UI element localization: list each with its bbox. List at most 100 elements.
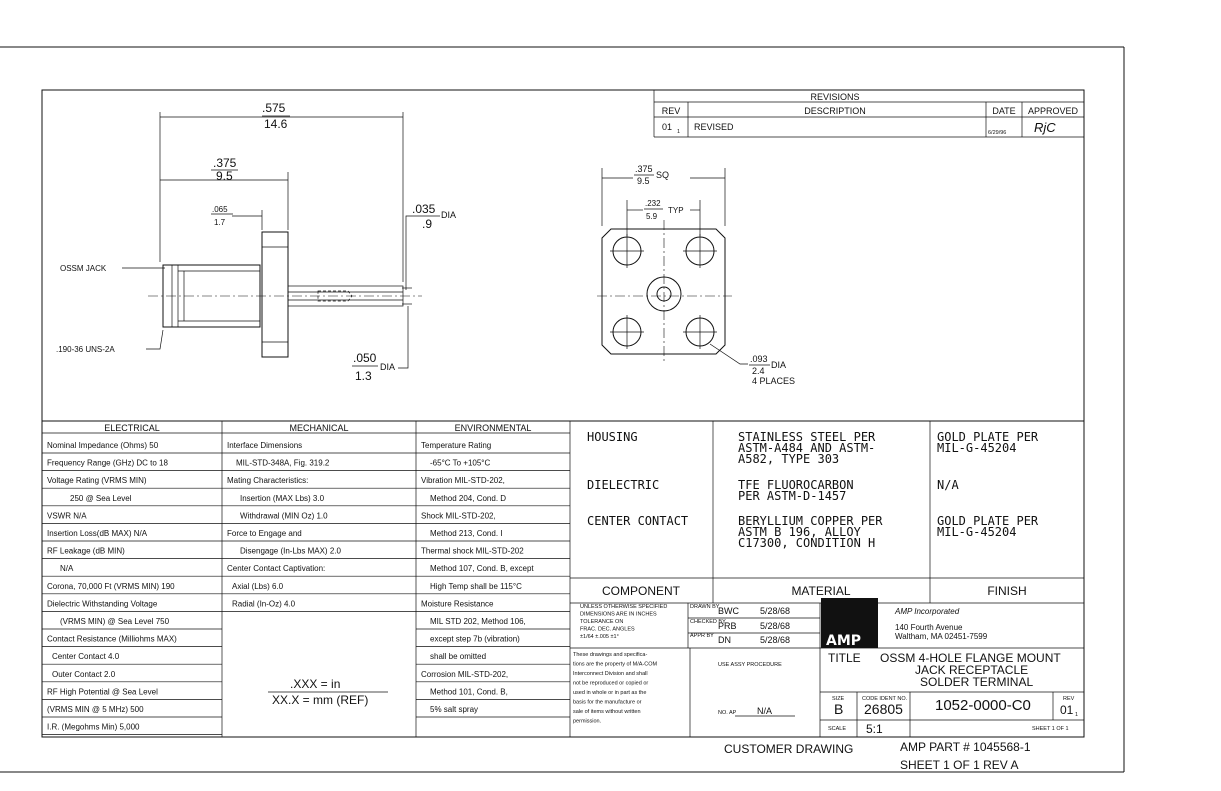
electrical-spec-line: Nominal Impedance (Ohms) 50	[47, 441, 159, 450]
company-address-1: 140 Fourth Avenue	[895, 623, 963, 632]
tolerance-line: TOLERANCE ON	[580, 619, 623, 625]
approved-by: DN	[718, 635, 731, 645]
front-dim-232-in: .232	[645, 199, 661, 208]
material-spec-line: TFE FLUOROCARBON	[738, 478, 854, 492]
finish-spec-line: MIL-G-45204	[937, 441, 1016, 455]
electrical-spec-line: I.R. (Megohms Min) 5,000	[47, 723, 140, 732]
proprietary-line: These drawings and specifica-	[573, 652, 647, 658]
drawing-number: 1052-0000-C0	[935, 697, 1031, 714]
checked-by-label: CHECKED BY	[690, 619, 726, 625]
title-label: TITLE	[828, 651, 861, 665]
environmental-spec-line: Method 204, Cond. D	[430, 494, 506, 503]
revision-approver-signature: RjC	[1034, 120, 1056, 135]
electrical-spec-line: (VRMS MIN) @ Sea Level 750	[60, 617, 170, 626]
scale-value: 5:1	[866, 722, 883, 736]
date-col-header: DATE	[992, 106, 1015, 116]
environmental-spec-line: except step 7b (vibration)	[430, 635, 520, 644]
proprietary-line: tions are the property of M/A-COM	[573, 662, 657, 668]
scale-label: SCALE	[828, 726, 846, 732]
revision-subscript: 1	[677, 129, 680, 135]
drawing-frame	[41, 89, 1085, 738]
mechanical-spec-line: Mating Characteristics:	[227, 476, 308, 485]
material-spec-line: C17300, CONDITION H	[738, 536, 875, 550]
description-col-header: DESCRIPTION	[804, 106, 866, 116]
mechanical-spec-line: Radial (In-Oz) 4.0	[232, 599, 296, 608]
environmental-spec-line: High Temp shall be 115°C	[430, 582, 522, 591]
material-component: DIELECTRIC	[587, 478, 659, 492]
flange	[261, 231, 289, 358]
terminal	[287, 285, 404, 307]
mechanical-spec-line: Axial (Lbs) 6.0	[232, 582, 284, 591]
material-col-header: MATERIAL	[791, 584, 850, 598]
material-spec-line: BERYLLIUM COPPER PER	[738, 514, 883, 528]
dim-050-suffix: DIA	[380, 362, 395, 372]
spec-table: ELECTRICAL MECHANICAL ENVIRONMENTAL Nomi…	[42, 421, 571, 737]
front-dim-093-mm: 2.4	[752, 366, 765, 376]
front-dim-232-mm: 5.9	[646, 212, 658, 221]
environmental-spec-line: Corrosion MIL-STD-202,	[421, 670, 508, 679]
mechanical-spec-line: Force to Engage and	[227, 529, 302, 538]
mechanical-spec-line: Interface Dimensions	[227, 441, 302, 450]
rev-col-header: REV	[662, 106, 681, 116]
front-dim-375-in: .375	[635, 164, 653, 174]
amp-logo-block	[821, 598, 878, 648]
front-dim-093-suffix: DIA	[771, 360, 786, 370]
proprietary-line: sale of items without written	[573, 709, 641, 715]
environmental-spec-line: 5% salt spray	[430, 705, 478, 714]
mounting-hole	[610, 315, 644, 349]
electrical-spec-line: Voltage Rating (VRMS MIN)	[47, 476, 147, 485]
no-ap-value: N/A	[757, 706, 772, 716]
mounting-hole	[683, 315, 717, 349]
company-name: AMP Incorporated	[894, 607, 960, 616]
proprietary-line: Interconnect Division and shall	[573, 671, 648, 677]
approved-date: 5/28/68	[760, 635, 790, 645]
no-ap-label: NO. AP	[718, 710, 737, 716]
revision-description: REVISED	[694, 122, 734, 132]
front-dim-093-note: 4 PLACES	[752, 376, 795, 386]
material-spec-line: PER ASTM-D-1457	[738, 489, 846, 503]
footer-sheet-rev: SHEET 1 OF 1 REV A	[900, 758, 1019, 772]
drawn-by-label: DRAWN BY	[690, 604, 720, 610]
tolerance-line: DIMENSIONS ARE IN INCHES	[580, 612, 657, 618]
size-label: SIZE	[832, 696, 845, 702]
side-view: .575 14.6 .375 9.5 .065 1.7 .035 .9 DIA …	[56, 101, 456, 383]
material-spec-line: ASTM-A484 AND ASTM-	[738, 441, 875, 455]
finish-spec-line: MIL-G-45204	[937, 525, 1016, 539]
electrical-spec-line: Outer Contact 2.0	[52, 670, 116, 679]
units-mm-note: XX.X = mm (REF)	[272, 693, 368, 707]
title-line-3: SOLDER TERMINAL	[920, 675, 1033, 689]
center-contact	[646, 276, 682, 312]
finish-col-header: FINISH	[987, 584, 1026, 598]
front-dim-375-suffix: SQ	[656, 170, 669, 180]
front-dim-093-in: .093	[750, 354, 768, 364]
material-spec-line: A582, TYPE 303	[738, 452, 839, 466]
units-inch-note: .XXX = in	[290, 677, 340, 691]
finish-spec-line: GOLD PLATE PER	[937, 514, 1039, 528]
environmental-header: ENVIRONMENTAL	[455, 423, 532, 433]
electrical-spec-line: RF High Potential @ Sea Level	[47, 687, 158, 696]
electrical-spec-line: N/A	[60, 564, 74, 573]
electrical-spec-line: Frequency Range (GHz) DC to 18	[47, 459, 168, 468]
revision-number: 01	[662, 122, 672, 132]
mechanical-spec-line: Center Contact Captivation:	[227, 564, 325, 573]
drawn-by: BWC	[718, 606, 739, 616]
electrical-spec-line: Insertion Loss(dB MAX) N/A	[47, 529, 148, 538]
dim-575-in: .575	[262, 101, 286, 115]
electrical-specs: Nominal Impedance (Ohms) 50 Frequency Ran…	[42, 441, 222, 735]
dim-065-mm: 1.7	[214, 218, 226, 227]
tolerance-line: UNLESS OTHERWISE SPECIFIED	[580, 604, 667, 610]
environmental-spec-line: Temperature Rating	[421, 441, 491, 450]
proprietary-line: basis for the manufacture or	[573, 700, 642, 706]
environmental-specs: Temperature Rating-65°C To +105°CVibrati…	[416, 441, 570, 718]
front-dim-232-suffix: TYP	[668, 206, 684, 215]
dim-375-in: .375	[213, 156, 237, 170]
dim-050-in: .050	[353, 351, 377, 365]
material-spec-line: STAINLESS STEEL PER	[738, 430, 876, 444]
proprietary-line: not be reproduced or copied or	[573, 681, 648, 687]
dim-065-in: .065	[212, 205, 228, 214]
dim-050-mm: 1.3	[355, 369, 372, 383]
environmental-spec-line: MIL STD 202, Method 106,	[430, 617, 526, 626]
environmental-spec-line: -65°C To +105°C	[430, 459, 491, 468]
